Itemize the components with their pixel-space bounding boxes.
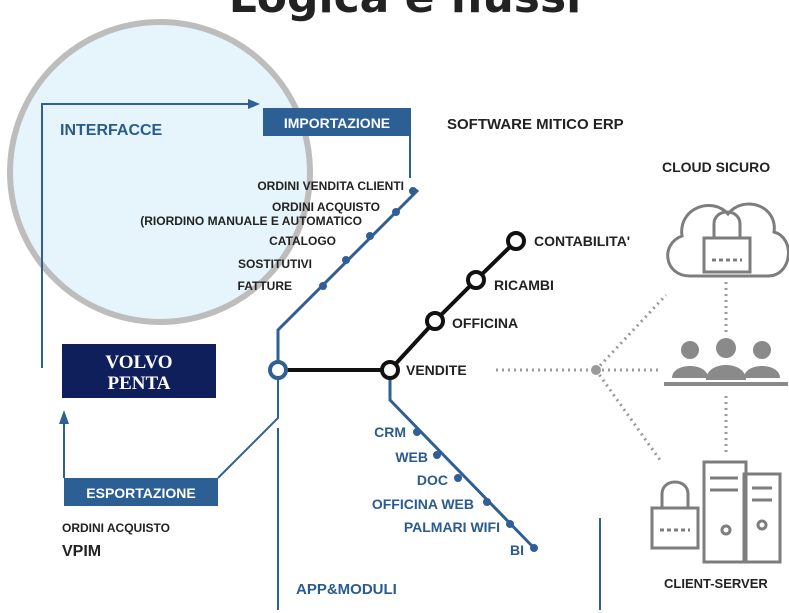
import-line <box>276 187 420 370</box>
main-labels: VENDITE OFFICINA RICAMBI CONTABILITA' <box>406 233 630 378</box>
import-item: ORDINI VENDITA CLIENTI <box>257 179 404 193</box>
cloud-label: CLOUD SICURO <box>662 159 770 175</box>
import-stop <box>392 208 400 216</box>
brand-line1: VOLVO <box>105 352 172 373</box>
station-ricambi <box>466 270 486 290</box>
export-label: ESPORTAZIONE <box>86 485 195 501</box>
app-item: OFFICINA WEB <box>372 496 474 512</box>
import-item: SOSTITUTIVI <box>238 257 312 271</box>
main-line <box>268 231 526 380</box>
page-title: Logica e flussi <box>229 0 582 23</box>
interfaces-frame <box>41 99 411 368</box>
brand-line2: PENTA <box>108 373 171 394</box>
app-item: BI <box>510 542 524 558</box>
apps-items: CRM WEB DOC OFFICINA WEB PALMARI WIFI BI <box>372 424 524 558</box>
export-item: ORDINI ACQUISTO <box>62 521 170 535</box>
app-item: PALMARI WIFI <box>404 519 500 535</box>
import-item: CATALOGO <box>269 234 336 248</box>
import-box: IMPORTAZIONE <box>263 108 411 136</box>
server-lock-icon <box>650 460 782 564</box>
users-icon <box>664 338 788 386</box>
station-vendite <box>380 360 400 380</box>
label-officina: OFFICINA <box>452 315 518 331</box>
app-stop <box>413 428 421 436</box>
export-item-vpim: VPIM <box>62 543 101 560</box>
apps-label: APP&MODULI <box>296 581 397 598</box>
app-stop <box>433 451 441 459</box>
station-contabilita <box>506 231 526 251</box>
app-stop <box>483 498 491 506</box>
deployment-connectors <box>496 282 728 461</box>
app-stop <box>506 520 514 528</box>
import-label: IMPORTAZIONE <box>284 115 390 131</box>
import-stop <box>409 187 417 195</box>
app-item: WEB <box>395 449 428 465</box>
apps-frame <box>277 428 601 610</box>
app-stop <box>530 544 538 552</box>
interfaces-label: INTERFACCE <box>60 122 163 139</box>
label-contabilita: CONTABILITA' <box>534 233 630 249</box>
station-officina <box>425 311 445 331</box>
cloud-lock-icon <box>666 202 789 278</box>
export-box: ESPORTAZIONE <box>64 478 218 506</box>
import-item: ORDINI ACQUISTO <box>272 200 380 214</box>
hub-node <box>268 360 288 380</box>
software-label: SOFTWARE MITICO ERP <box>447 116 624 133</box>
connector-node <box>591 365 601 375</box>
app-item: CRM <box>374 424 406 440</box>
export-arrow <box>59 376 279 479</box>
import-item: FATTURE <box>238 279 292 293</box>
import-stop <box>366 232 374 240</box>
import-item: (RIORDINO MANUALE E AUTOMATICO <box>140 214 362 228</box>
app-item: DOC <box>417 472 448 488</box>
import-stop <box>319 282 327 290</box>
interfaces-highlight <box>7 19 313 325</box>
import-stop <box>342 256 350 264</box>
label-ricambi: RICAMBI <box>494 277 554 293</box>
client-server-label: CLIENT-SERVER <box>664 576 768 591</box>
label-vendite: VENDITE <box>406 362 467 378</box>
import-items: ORDINI VENDITA CLIENTI ORDINI ACQUISTO (… <box>140 179 404 293</box>
app-stop <box>454 474 462 482</box>
brand-logo: VOLVO PENTA <box>62 344 216 398</box>
